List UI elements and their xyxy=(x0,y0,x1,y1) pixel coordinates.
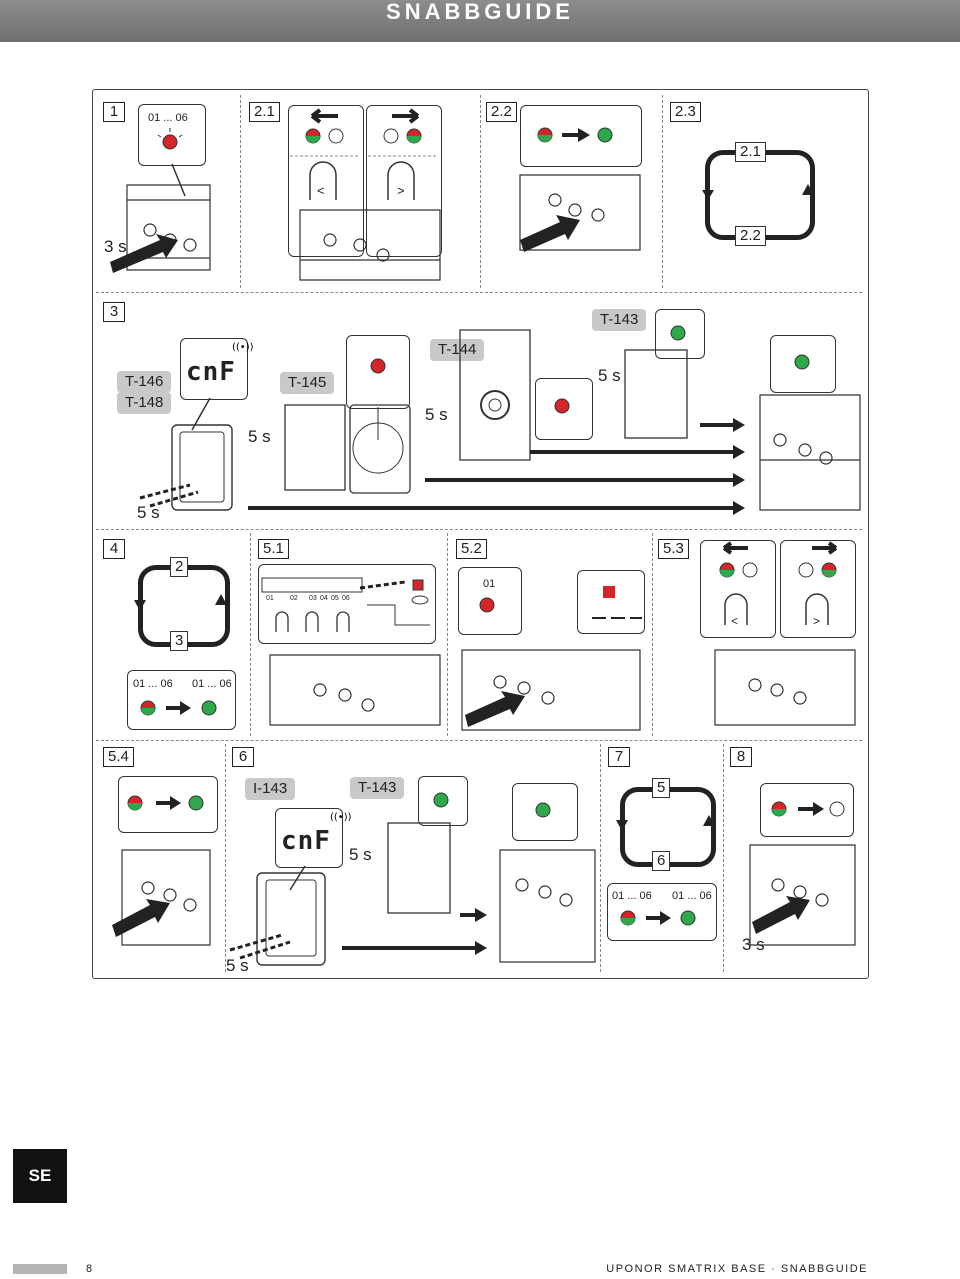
cycle-step-label: 3 xyxy=(170,631,189,651)
step-number-5-4: 5.4 xyxy=(103,747,134,767)
led-callout-left xyxy=(700,540,776,638)
channel-label: 04 xyxy=(320,595,328,602)
step-number-2-3: 2.3 xyxy=(670,102,701,122)
cycle-step-label: 5 xyxy=(652,778,671,798)
led-callout-left xyxy=(288,105,364,257)
hold-time-label: 5 s xyxy=(598,366,621,385)
column-divider xyxy=(447,533,448,736)
cycle-step-label: 2.1 xyxy=(735,142,766,162)
step-number-4: 4 xyxy=(103,539,125,559)
step-number-2-1: 2.1 xyxy=(249,102,280,122)
step-number-5-3: 5.3 xyxy=(658,539,689,559)
column-divider xyxy=(723,744,724,972)
column-divider xyxy=(225,744,226,972)
hold-time-label: 5 s xyxy=(137,503,160,522)
channel-range-label: 01 ... 06 xyxy=(133,678,173,690)
channel-range-label: 01 ... 06 xyxy=(192,678,232,690)
channel-range-label: 01 ... 06 xyxy=(672,890,712,902)
channel-label: 06 xyxy=(342,595,350,602)
footer-title: UPONOR SMATRIX BASE · SNABBGUIDE xyxy=(606,1263,868,1275)
step-number-7: 7 xyxy=(608,747,630,767)
thermostat-model-label: T-143 xyxy=(350,777,405,799)
row-divider xyxy=(96,740,862,741)
page-title: SNABBGUIDE xyxy=(386,0,574,24)
page-number: 8 xyxy=(86,1263,93,1275)
step-number-3: 3 xyxy=(103,302,125,322)
channel-label: 01 xyxy=(266,595,274,602)
thermostat-model-label: T-144 xyxy=(430,339,485,361)
cycle-step-label: 2 xyxy=(170,557,189,577)
thermostat-model-label: T-143 xyxy=(592,309,647,331)
row-divider xyxy=(96,529,862,530)
svg-text:((•)): ((•)) xyxy=(232,342,254,353)
thermostat-model-label: T-145 xyxy=(280,372,335,394)
display-callout xyxy=(180,338,248,400)
step-number-8: 8 xyxy=(730,747,752,767)
column-divider xyxy=(600,744,601,972)
cnf-display: cnF xyxy=(281,826,331,856)
led-callout-right xyxy=(366,105,442,257)
channel-label: 03 xyxy=(309,595,317,602)
channel-range-label: 01 ... 06 xyxy=(148,112,188,124)
channel-label: 05 xyxy=(331,595,339,602)
column-divider xyxy=(240,95,241,288)
column-divider xyxy=(662,95,663,288)
column-divider xyxy=(250,533,251,736)
led-callout xyxy=(458,567,522,635)
header-bar xyxy=(0,0,960,42)
step-number-1: 1 xyxy=(103,102,125,122)
step-number-5-1: 5.1 xyxy=(258,539,289,559)
column-divider xyxy=(480,95,481,288)
right-button-symbol: > xyxy=(813,614,821,628)
cycle-step-label: 2.2 xyxy=(735,226,766,246)
column-divider xyxy=(652,533,653,736)
thermostat-model-label: I-143 xyxy=(245,778,296,800)
hold-time-label: 5 s xyxy=(226,956,249,975)
left-button-symbol: < xyxy=(731,614,739,628)
svg-text:((•)): ((•)) xyxy=(330,812,352,823)
hold-time-label: 3 s xyxy=(104,237,127,256)
led-callout xyxy=(127,670,236,730)
channel-label: 02 xyxy=(290,595,298,602)
step-number-5-2: 5.2 xyxy=(456,539,487,559)
cycle-step-label: 6 xyxy=(652,851,671,871)
guide-frame xyxy=(92,89,869,979)
language-tab: SE xyxy=(13,1149,67,1203)
thermostat-model-label: T-146 xyxy=(117,371,172,393)
step-number-2-2: 2.2 xyxy=(486,102,517,122)
display-callout xyxy=(275,808,343,868)
cnf-display: cnF xyxy=(186,357,236,387)
led-callout xyxy=(770,335,836,393)
hold-time-label: 5 s xyxy=(248,427,271,446)
step-number-6: 6 xyxy=(232,747,254,767)
channel-label: 01 xyxy=(483,578,496,590)
row-divider xyxy=(96,292,862,293)
thermostat-model-label: T-148 xyxy=(117,392,172,414)
led-callout xyxy=(577,570,645,634)
right-button-symbol: > xyxy=(397,183,405,198)
led-callout-right xyxy=(780,540,856,638)
hold-time-label: 5 s xyxy=(425,405,448,424)
footer-bar xyxy=(13,1264,67,1274)
hold-time-label: 5 s xyxy=(349,845,372,864)
left-button-symbol: < xyxy=(317,183,325,198)
channel-range-label: 01 ... 06 xyxy=(612,890,652,902)
